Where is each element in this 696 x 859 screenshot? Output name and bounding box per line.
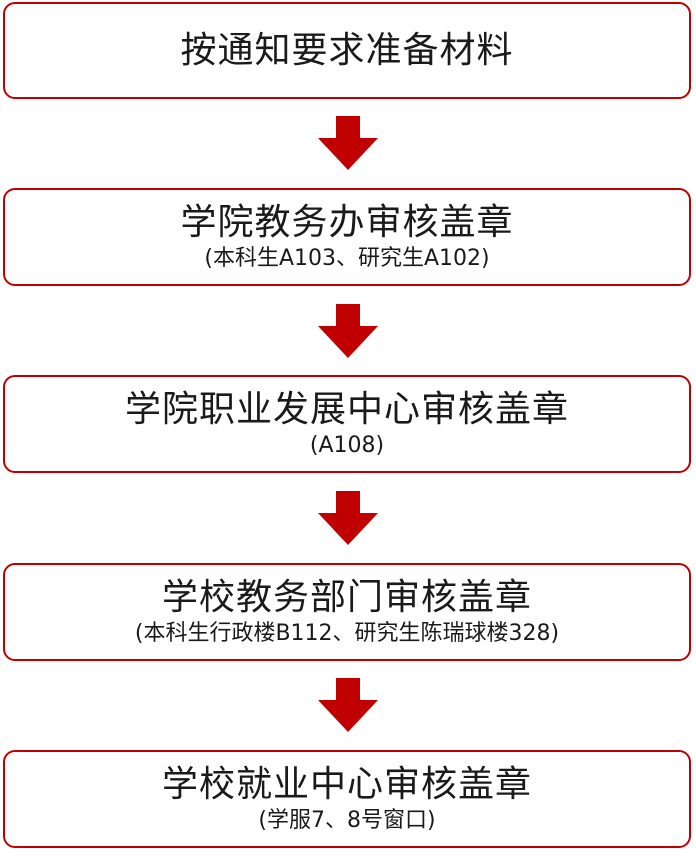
down-arrow-icon [318, 304, 378, 358]
step-note: (A108) [309, 433, 385, 458]
step-title: 学院教务办审核盖章 [180, 202, 514, 243]
step-box-4: 学校教务部门审核盖章 (本科生行政楼B112、研究生陈瑞球楼328) [3, 563, 691, 661]
step-title: 学校就业中心审核盖章 [161, 764, 532, 805]
step-note: (学服7、8号窗口) [258, 808, 436, 833]
step-box-3: 学院职业发展中心审核盖章 (A108) [3, 375, 691, 473]
step-box-5: 学校就业中心审核盖章 (学服7、8号窗口) [3, 750, 691, 848]
step-note: (本科生A103、研究生A102) [204, 246, 490, 271]
down-arrow-icon [318, 678, 378, 732]
step-note: (本科生行政楼B112、研究生陈瑞球楼328) [134, 621, 560, 646]
step-title: 按通知要求准备材料 [180, 29, 514, 71]
down-arrow-icon [318, 491, 378, 545]
step-title: 学院职业发展中心审核盖章 [124, 389, 569, 430]
step-title: 学校教务部门审核盖章 [161, 577, 532, 618]
step-box-2: 学院教务办审核盖章 (本科生A103、研究生A102) [3, 188, 691, 286]
step-box-1: 按通知要求准备材料 [3, 2, 691, 99]
down-arrow-icon [318, 116, 378, 170]
